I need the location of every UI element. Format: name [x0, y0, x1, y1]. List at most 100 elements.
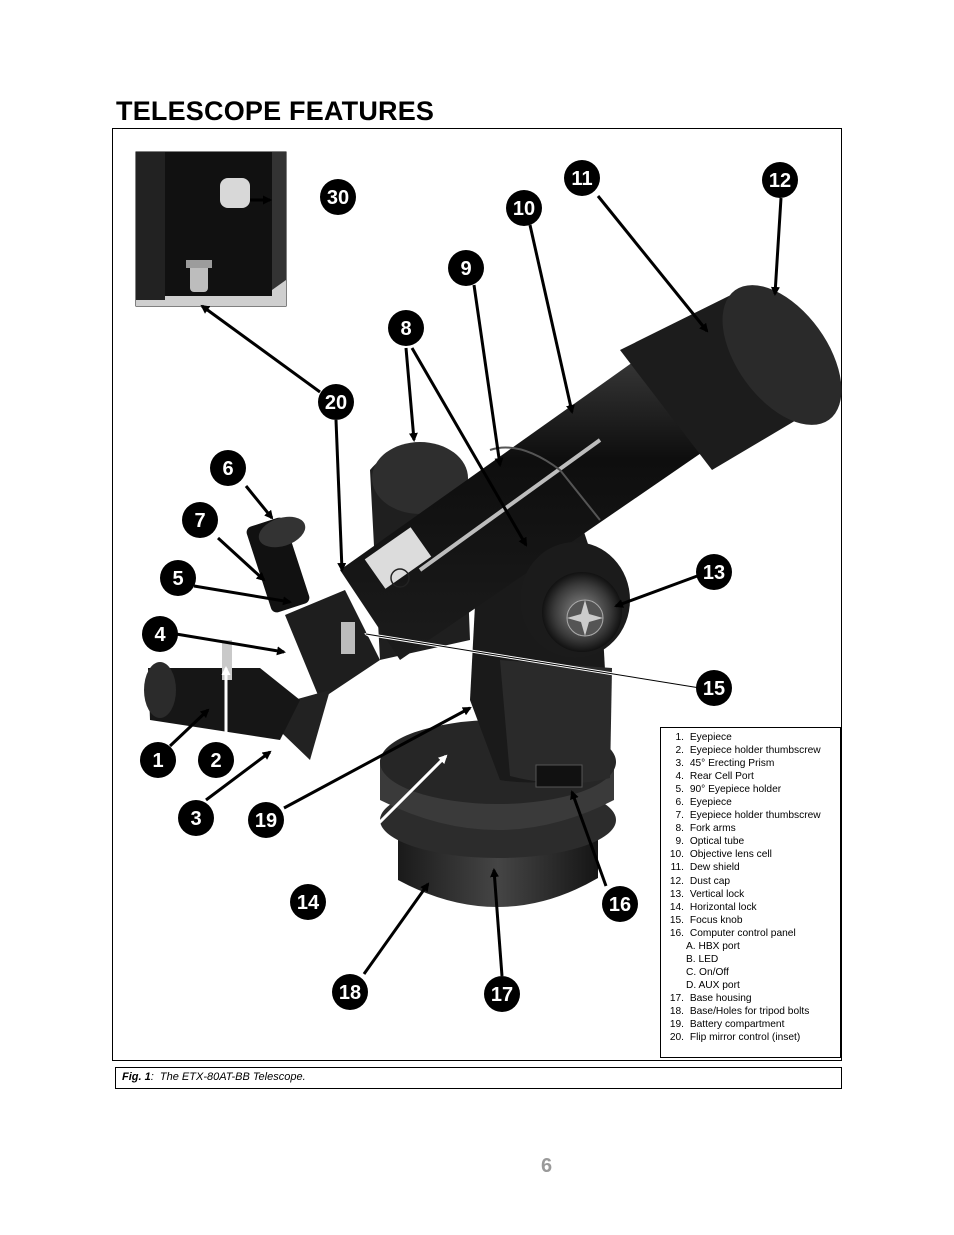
legend-item-text: Objective lens cell: [689, 849, 772, 861]
svg-text:14: 14: [297, 892, 320, 914]
svg-text:11: 11: [571, 168, 592, 190]
caption-sep: :: [150, 1071, 154, 1083]
legend-item-number: 20.: [669, 1032, 684, 1044]
callout-20: 20: [318, 384, 354, 420]
svg-text:8: 8: [400, 318, 411, 340]
legend-item-text: 90° Eyepiece holder: [689, 784, 782, 796]
legend-item-number: 16.: [669, 927, 684, 939]
callout-12: 12: [762, 162, 798, 198]
figure-caption: Fig. 1: The ETX-80AT-BB Telescope.: [115, 1067, 842, 1089]
legend-item-text: Eyepiece holder thumbscrew: [689, 745, 821, 757]
legend-item: 2. Eyepiece holder thumbscrew: [665, 744, 840, 757]
legend-item: 6. Eyepiece: [665, 796, 840, 809]
legend-item-text: Base/Holes for tripod bolts: [689, 1005, 810, 1017]
legend-item-number: 17.: [669, 992, 684, 1004]
legend-item-number: 15.: [669, 914, 684, 926]
callout-10: 10: [506, 190, 542, 226]
legend-item: D. AUX port: [665, 979, 840, 992]
legend-item: 19. Battery compartment: [665, 1018, 840, 1031]
legend-item-number: 3.: [675, 758, 685, 770]
legend-item-number: 4.: [675, 771, 685, 783]
legend-item-number: 13.: [669, 888, 684, 900]
legend-item-text: Eyepiece: [689, 732, 732, 743]
legend-item-text: Eyepiece holder thumbscrew: [689, 810, 821, 822]
callout-17: 17: [484, 976, 520, 1012]
legend-item: 7. Eyepiece holder thumbscrew: [665, 809, 840, 822]
legend-item: 16. Computer control panel: [665, 927, 840, 940]
legend-item-number: 11.: [670, 862, 684, 874]
legend-item-number: 9.: [675, 836, 685, 848]
callout-19: 19: [248, 802, 284, 838]
legend-item-text: 45° Erecting Prism: [689, 758, 775, 770]
svg-text:7: 7: [194, 510, 205, 532]
legend-item: 4. Rear Cell Port: [665, 770, 840, 783]
callout-11: 11: [564, 160, 600, 196]
svg-text:13: 13: [703, 562, 725, 584]
svg-text:12: 12: [769, 170, 791, 192]
legend-item-text: Fork arms: [689, 823, 736, 835]
callout-8: 8: [388, 310, 424, 346]
callout-9: 9: [448, 250, 484, 286]
legend-item: 3. 45° Erecting Prism: [665, 757, 840, 770]
legend-item-text: Horizontal lock: [689, 901, 757, 913]
svg-text:15: 15: [703, 678, 725, 700]
svg-text:2: 2: [210, 750, 221, 772]
legend-item: 11. Dew shield: [665, 861, 840, 874]
svg-text:4: 4: [154, 624, 166, 646]
page-number: 6: [541, 1155, 553, 1177]
svg-text:30: 30: [327, 187, 349, 209]
svg-text:20: 20: [325, 392, 347, 414]
callout-30: 30: [320, 179, 356, 215]
svg-text:1: 1: [152, 750, 163, 772]
legend-item-text: Rear Cell Port: [689, 771, 754, 783]
legend-item-number: 2.: [675, 745, 685, 757]
callout-14: 14: [290, 884, 326, 920]
callout-5: 5: [160, 560, 196, 596]
fork-hub-back: [372, 442, 468, 514]
legend-item-text: Flip mirror control (inset): [689, 1032, 801, 1044]
callout-7: 7: [182, 502, 218, 538]
legend-item: 12. Dust cap: [665, 875, 840, 888]
svg-text:16: 16: [609, 894, 631, 916]
eyepiece-assembly: [144, 516, 380, 760]
vertical-lock-knob: [520, 542, 630, 658]
callout-15: 15: [696, 670, 732, 706]
figure-frame: [112, 128, 842, 1061]
legend-item: 15. Focus knob: [665, 914, 840, 927]
legend-item-text: Eyepiece: [689, 797, 732, 809]
callout-1: 1: [140, 742, 176, 778]
svg-text:10: 10: [513, 198, 535, 220]
callout-6: 6: [210, 450, 246, 486]
legend-item-number: 1.: [675, 732, 685, 743]
svg-text:19: 19: [255, 810, 277, 832]
optical-tube: [340, 350, 720, 660]
legend-item: 18. Base/Holes for tripod bolts: [665, 1005, 840, 1018]
legend-item: 20. Flip mirror control (inset): [665, 1031, 840, 1044]
legend-item-number: 5.: [675, 784, 685, 796]
legend-item: B. LED: [665, 953, 840, 966]
legend-item: C. On/Off: [665, 966, 840, 979]
legend-item-text: Vertical lock: [689, 888, 745, 900]
legend-item-text: Optical tube: [689, 836, 745, 848]
svg-text:9: 9: [460, 258, 471, 280]
legend-item-number: 6.: [675, 797, 685, 809]
legend-item: 10. Objective lens cell: [665, 848, 840, 861]
dew-shield: [620, 285, 842, 470]
callout-2: 2: [198, 742, 234, 778]
legend-item-text: Dew shield: [689, 862, 740, 874]
legend-item-text: Focus knob: [689, 914, 743, 926]
callout-13: 13: [696, 554, 732, 590]
callout-arrows: [168, 195, 783, 977]
svg-text:6: 6: [222, 458, 233, 480]
computer-control-panel: [500, 660, 612, 784]
svg-text:3: 3: [190, 808, 201, 830]
caption-label: Fig. 1: [122, 1071, 151, 1083]
callout-4: 4: [142, 616, 178, 652]
legend-item-number: 14.: [669, 901, 684, 913]
legend-item-text: Base housing: [689, 992, 752, 1004]
legend-item-number: 12.: [669, 875, 684, 887]
callout-16: 16: [602, 886, 638, 922]
legend-item: 9. Optical tube: [665, 835, 840, 848]
